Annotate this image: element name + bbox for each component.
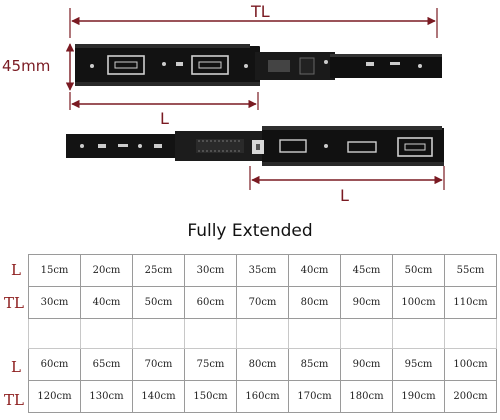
closed-slide bbox=[75, 44, 442, 86]
table-row-l-2: 60cm 65cm 70cm 75cm 80cm 85cm 90cm 95cm … bbox=[28, 348, 497, 381]
table-cell-empty bbox=[340, 318, 393, 349]
table-cell-empty bbox=[28, 318, 81, 349]
table-cell-empty bbox=[392, 318, 445, 349]
table-cell: 90cm bbox=[340, 286, 393, 319]
product-diagram: TL 45mm L L bbox=[2, 2, 445, 205]
tl-dimension-label: TL bbox=[251, 2, 270, 21]
table-cell: 90cm bbox=[340, 348, 393, 381]
row-label-tl-2: TL bbox=[4, 391, 24, 409]
table-cell-empty bbox=[132, 318, 185, 349]
table-cell-empty bbox=[444, 318, 497, 349]
table-cell: 25cm bbox=[132, 254, 185, 287]
table-cell: 100cm bbox=[392, 286, 445, 319]
table-cell: 85cm bbox=[288, 348, 341, 381]
table-row-spacer bbox=[28, 318, 497, 349]
table-cell: 80cm bbox=[236, 348, 289, 381]
table-cell: 140cm bbox=[132, 380, 185, 413]
table-cell: 70cm bbox=[236, 286, 289, 319]
table-cell: 40cm bbox=[80, 286, 133, 319]
table-cell: 30cm bbox=[28, 286, 81, 319]
table-cell: 110cm bbox=[444, 286, 497, 319]
table-cell: 190cm bbox=[392, 380, 445, 413]
table-cell: 40cm bbox=[288, 254, 341, 287]
table-row-tl-2: 120cm 130cm 140cm 150cm 160cm 170cm 180c… bbox=[28, 380, 497, 413]
table-cell: 75cm bbox=[184, 348, 237, 381]
table-cell-empty bbox=[184, 318, 237, 349]
table-cell: 15cm bbox=[28, 254, 81, 287]
table-cell: 70cm bbox=[132, 348, 185, 381]
table-cell: 100cm bbox=[444, 348, 497, 381]
table-cell: 170cm bbox=[288, 380, 341, 413]
table-cell: 80cm bbox=[288, 286, 341, 319]
table-cell: 65cm bbox=[80, 348, 133, 381]
row-label-l-2: L bbox=[11, 358, 21, 376]
table-cell: 60cm bbox=[184, 286, 237, 319]
l-dimension-label-bottom: L bbox=[340, 186, 349, 205]
table-cell: 200cm bbox=[444, 380, 497, 413]
table-cell-empty bbox=[236, 318, 289, 349]
size-table: 15cm 20cm 25cm 30cm 35cm 40cm 45cm 50cm … bbox=[28, 254, 497, 413]
row-label-tl-1: TL bbox=[4, 294, 24, 312]
table-cell: 130cm bbox=[80, 380, 133, 413]
table-cell-empty bbox=[288, 318, 341, 349]
table-cell-empty bbox=[80, 318, 133, 349]
row-label-l-1: L bbox=[11, 261, 21, 279]
height-dimension-label: 45mm bbox=[2, 57, 51, 75]
extended-slide bbox=[66, 126, 444, 166]
table-cell: 150cm bbox=[184, 380, 237, 413]
table-cell: 60cm bbox=[28, 348, 81, 381]
table-title: Fully Extended bbox=[187, 221, 313, 241]
table-cell: 50cm bbox=[392, 254, 445, 287]
table-cell: 120cm bbox=[28, 380, 81, 413]
table-cell: 30cm bbox=[184, 254, 237, 287]
l-dimension-label-top: L bbox=[160, 109, 169, 128]
table-cell: 160cm bbox=[236, 380, 289, 413]
table-cell: 35cm bbox=[236, 254, 289, 287]
table-cell: 50cm bbox=[132, 286, 185, 319]
table-cell: 20cm bbox=[80, 254, 133, 287]
table-row-tl-1: 30cm 40cm 50cm 60cm 70cm 80cm 90cm 100cm… bbox=[28, 286, 497, 319]
table-cell: 45cm bbox=[340, 254, 393, 287]
table-cell: 180cm bbox=[340, 380, 393, 413]
table-cell: 55cm bbox=[444, 254, 497, 287]
drawer-slide-illustration bbox=[65, 8, 445, 190]
table-row-l-1: 15cm 20cm 25cm 30cm 35cm 40cm 45cm 50cm … bbox=[28, 254, 497, 287]
table-cell: 95cm bbox=[392, 348, 445, 381]
